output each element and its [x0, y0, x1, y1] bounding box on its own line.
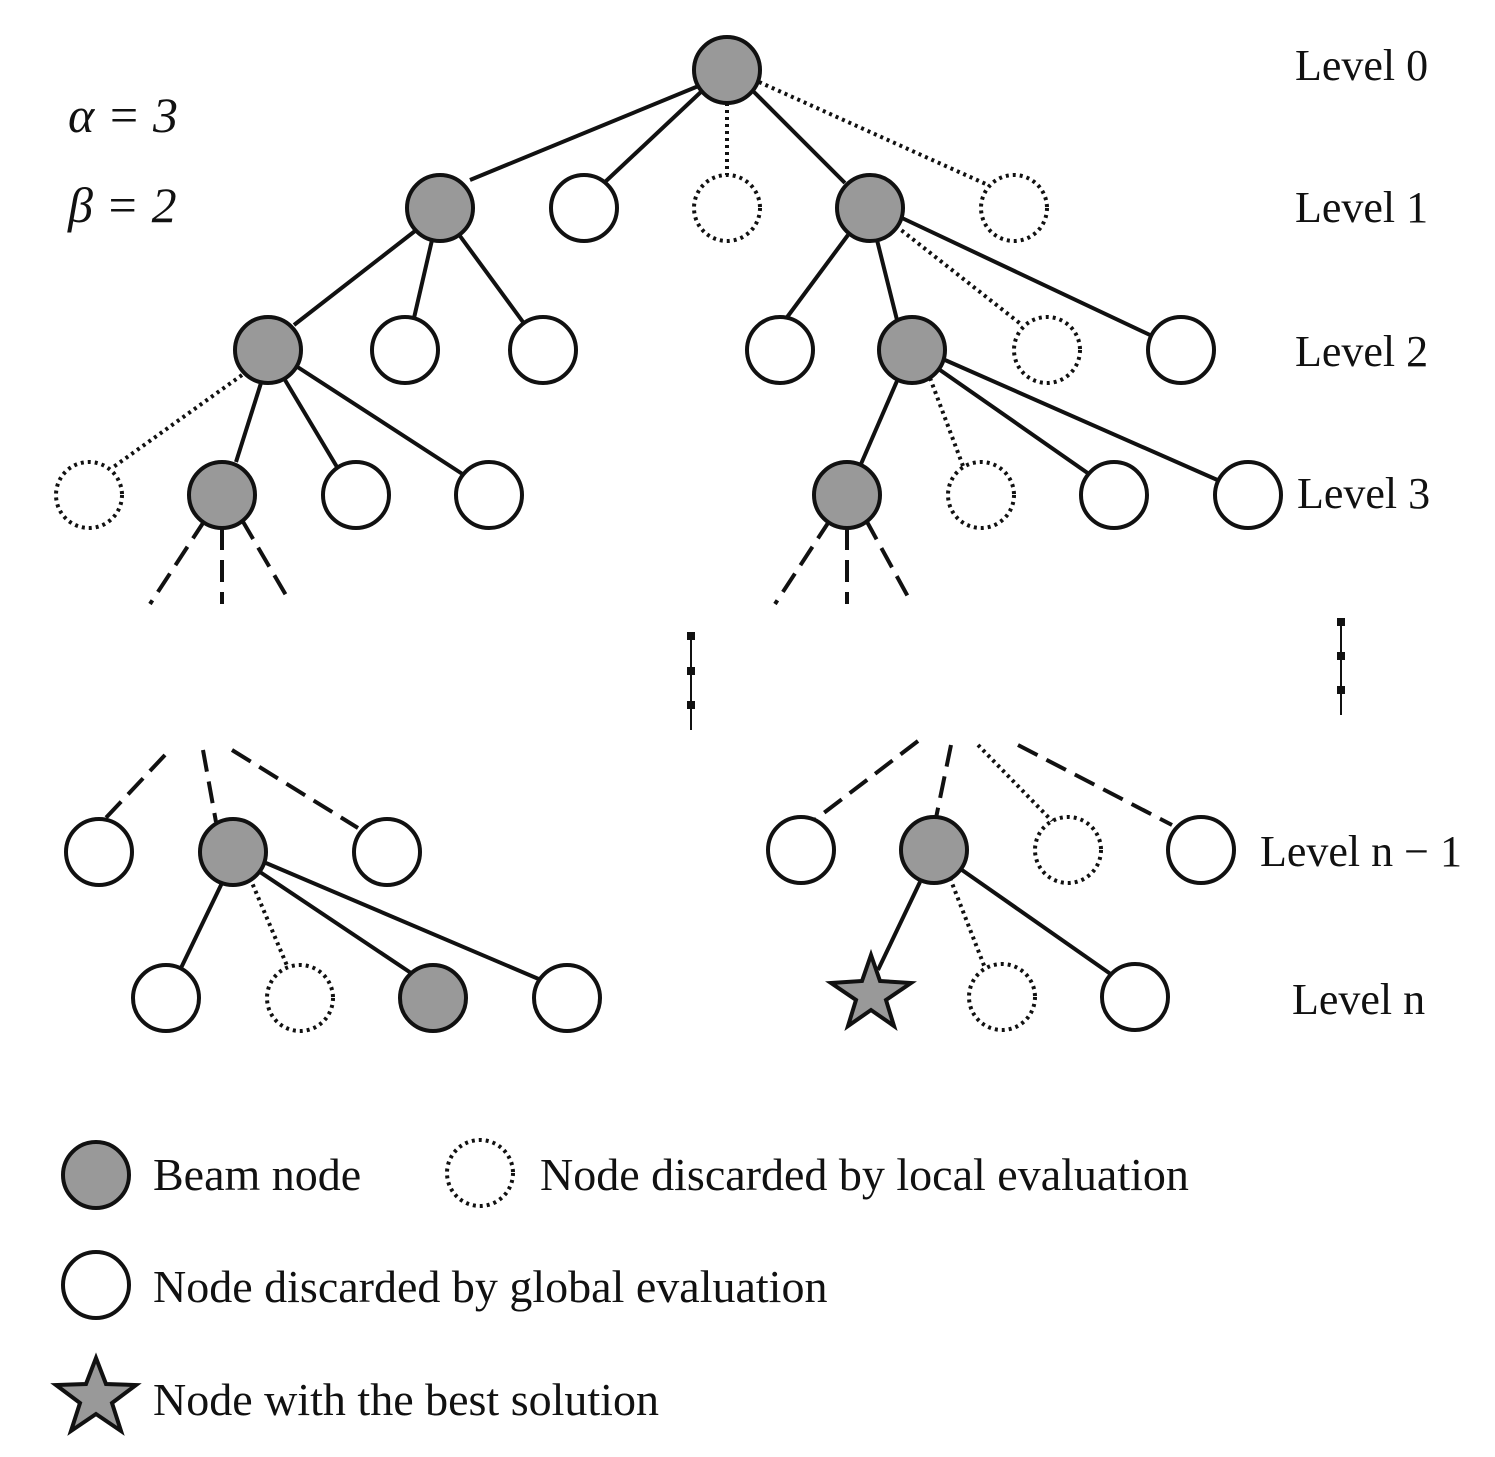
beam-node: [198, 817, 268, 887]
level-label-3: Level 3: [1297, 469, 1430, 518]
legend-beam-node-icon: [61, 1140, 131, 1210]
edge-l1d-to-l2g: [901, 216, 1151, 337]
edge-ln1b-to-lnc: [258, 870, 416, 977]
global-discard-node: [64, 817, 134, 887]
beam-node: [877, 315, 947, 385]
global-discard-node: [508, 315, 578, 385]
global-discard-node: [1213, 460, 1283, 530]
beam-node: [187, 460, 257, 530]
level-label-1: Level 1: [1295, 183, 1428, 232]
edge-cont-left-3: [240, 518, 292, 604]
edge-ln1b-to-lnb: [248, 877, 290, 969]
edge-l2e-to-l3h: [944, 358, 1223, 484]
legend-global-discard-label: Node discarded by global evaluation: [153, 1261, 827, 1312]
edge-l2a-to-l3b: [234, 382, 263, 463]
best-solution-star-icon: [825, 948, 917, 1031]
beam-node: [835, 173, 905, 243]
edge-ln1f-to-lnf: [948, 877, 987, 969]
beta-parameter: β = 2: [67, 177, 177, 233]
edge-into-ln1-right-2: [934, 744, 953, 819]
global-discard-node: [1166, 815, 1236, 885]
legend: Beam node Node discarded by local evalua…: [50, 1138, 1189, 1436]
edge-into-ln1-left-1: [100, 753, 167, 824]
beam-node: [405, 173, 475, 243]
edge-l1d-to-l2d: [783, 233, 850, 322]
local-discard-node: [946, 460, 1016, 530]
beam-node: [692, 35, 762, 105]
global-discard-node: [131, 963, 201, 1033]
legend-global-discard-icon: [61, 1250, 131, 1320]
edge-l2e-to-l3e: [859, 380, 899, 465]
legend-beam-node-label: Beam node: [153, 1149, 361, 1200]
edge-root-to-l1d: [750, 88, 847, 185]
tree-edges: [100, 80, 1223, 982]
edge-into-ln1-right-4: [1017, 743, 1173, 827]
beam-node: [233, 315, 303, 385]
local-discard-node: [1012, 315, 1082, 385]
legend-local-discard-label: Node discarded by local evaluation: [540, 1149, 1189, 1200]
global-discard-node: [766, 815, 836, 885]
global-discard-node: [321, 460, 391, 530]
vertical-ellipsis-center: [687, 632, 695, 730]
global-discard-node: [1146, 315, 1216, 385]
edge-into-ln1-right-1: [810, 739, 920, 824]
edge-l2e-to-l3f: [928, 377, 965, 467]
edge-ln1f-to-lng: [960, 868, 1114, 977]
local-discard-node: [54, 460, 124, 530]
edge-l1d-to-l2e: [875, 239, 899, 321]
edge-cont-right-1: [773, 518, 832, 606]
level-label-0: Level 0: [1295, 41, 1428, 90]
global-discard-node: [532, 963, 602, 1033]
edge-root-to-l1b: [603, 88, 705, 184]
edge-into-ln1-left-3: [230, 748, 360, 830]
edge-l1a-to-l2c: [458, 234, 525, 324]
local-discard-node: [1033, 815, 1103, 885]
global-discard-node: [352, 817, 422, 887]
edge-l1d-to-l2f: [894, 224, 1024, 327]
local-discard-node: [265, 963, 335, 1033]
beam-node: [398, 963, 468, 1033]
vertical-ellipsis-right: [1337, 618, 1345, 715]
local-discard-node: [979, 173, 1049, 243]
local-discard-node: [967, 962, 1037, 1032]
edge-ln1f-to-best: [876, 881, 922, 971]
edge-l2a-to-l3d: [294, 364, 466, 477]
global-discard-node: [370, 315, 440, 385]
edge-into-ln1-right-3: [976, 743, 1055, 824]
level-label-2: Level 2: [1295, 327, 1428, 376]
global-discard-node: [454, 460, 524, 530]
edge-l2a-to-l3c: [283, 378, 339, 469]
edge-root-to-l1a: [469, 83, 702, 182]
edge-cont-left-1: [148, 518, 207, 606]
global-discard-node: [549, 173, 619, 243]
beam-node: [812, 460, 882, 530]
global-discard-node: [1100, 962, 1170, 1032]
edge-into-ln1-left-2: [201, 749, 218, 823]
legend-best-solution-label: Node with the best solution: [153, 1374, 659, 1425]
legend-best-solution-star-icon: [50, 1352, 142, 1436]
level-label-n: Level n: [1292, 975, 1425, 1024]
edge-cont-right-3: [864, 519, 914, 605]
global-discard-node: [1079, 460, 1149, 530]
tree-nodes: [54, 35, 1283, 1033]
level-label-n-minus-1: Level n − 1: [1260, 827, 1462, 876]
edge-l1a-to-l2b: [412, 239, 434, 319]
alpha-parameter: α = 3: [68, 87, 178, 143]
edge-l1a-to-l2a: [292, 229, 417, 327]
edge-ln1b-to-lnd: [265, 861, 542, 982]
edge-l2e-to-l3g: [938, 368, 1091, 476]
beam-node: [899, 815, 969, 885]
global-discard-node: [745, 315, 815, 385]
edge-l2a-to-l3a: [110, 373, 244, 470]
legend-local-discard-icon: [445, 1138, 515, 1208]
edge-ln1b-to-lna: [179, 882, 224, 969]
local-discard-node: [692, 173, 762, 243]
